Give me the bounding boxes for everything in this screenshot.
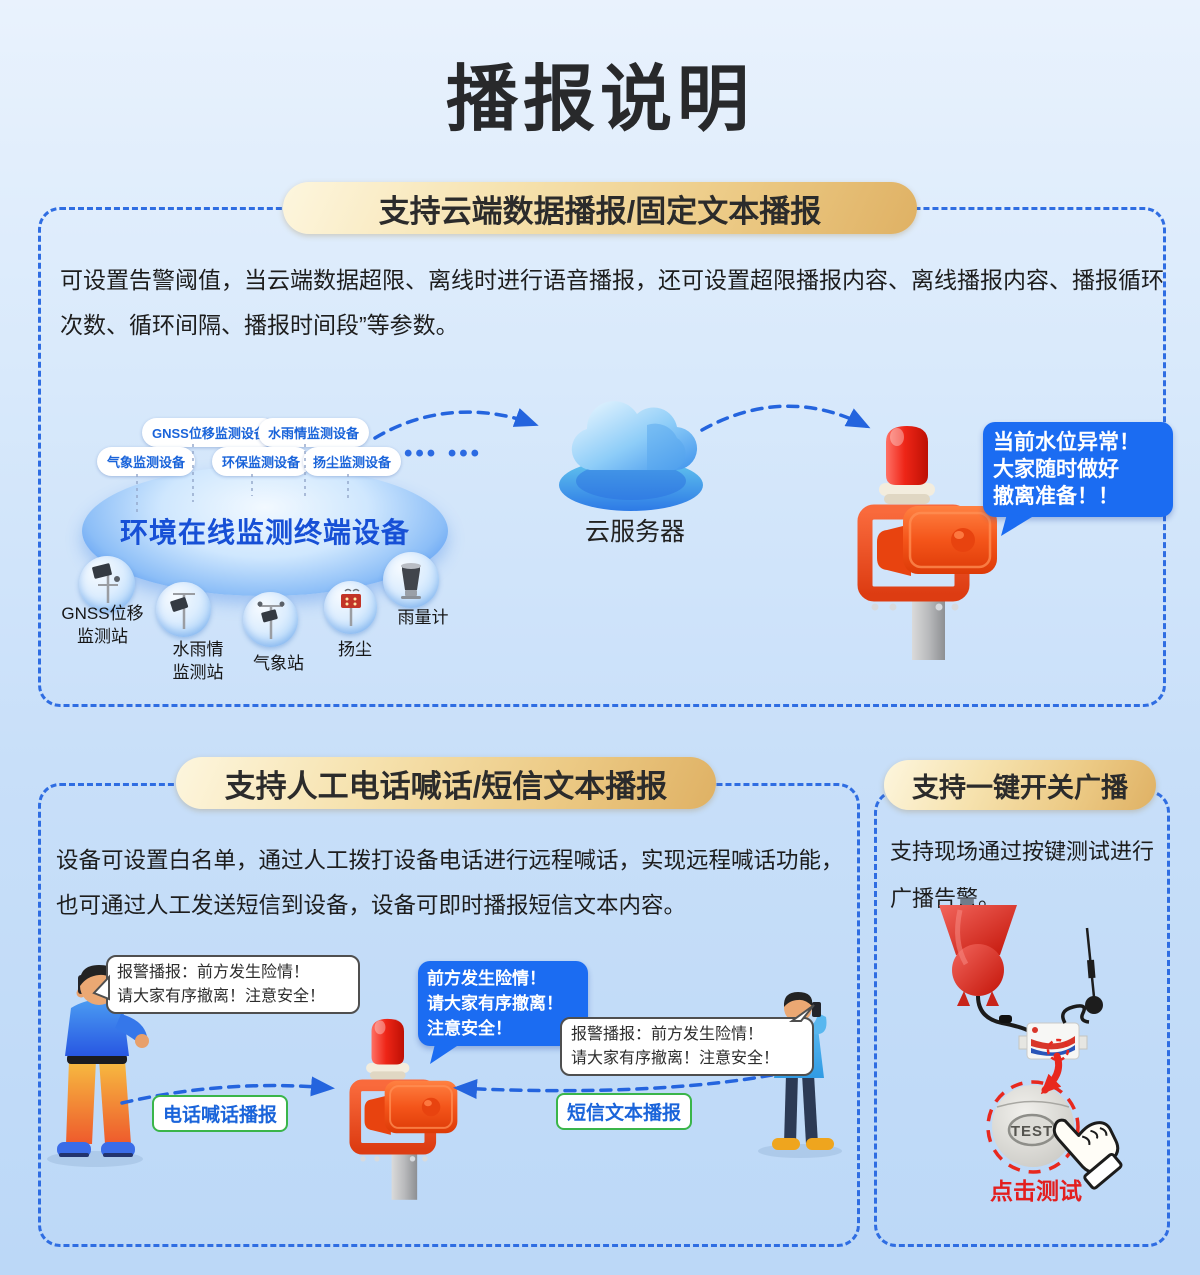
bubble-line: 请大家有序撤离！ (427, 994, 563, 1013)
bubble-line: 撤离准备！！ (993, 485, 1119, 508)
device-broadcast-bubble: 前方发生险情！ 请大家有序撤离！ 注意安全！ (418, 961, 588, 1064)
bubble-line: 注意安全！ (427, 1019, 512, 1038)
water-alert-bubble: 当前水位异常！ 大家随时做好 撤离准备！！ (983, 422, 1173, 536)
alarm-speaker-device-small (349, 1018, 458, 1200)
terminal-devices-label: 环境在线监测终端设备 (119, 517, 410, 548)
header-phone-sms: 支持人工电话喊话/短信文本播报 (176, 757, 716, 809)
station-label-raingauge: 雨量计 (378, 606, 468, 629)
bubble-tail (92, 974, 110, 1001)
dust-station-icon (340, 588, 361, 626)
click-test-label: 点击测试 (990, 1178, 1082, 1204)
bubble-line: 前方发生险情！ (427, 969, 546, 988)
station-label-line: 气象站 (253, 654, 304, 673)
horn-speaker (903, 506, 997, 574)
station-circle-raingauge (383, 552, 439, 608)
device-pill-environment: 环保监测设备 (212, 447, 311, 476)
station-label-gnss: GNSS位移 监测站 (45, 602, 160, 648)
station-label-line: 监测站 (172, 663, 224, 682)
device-pill-weather: 气象监测设备 (97, 447, 196, 476)
cloud-broadcast-description: 可设置告警阈值，当云端数据超限、离线时进行语音播报，还可设置超限播报内容、离线播… (60, 267, 1164, 338)
station-circle-dust (324, 581, 377, 634)
bubble-line: 当前水位异常！ (993, 431, 1140, 454)
bubble-line: 报警播报：前方发生险情！ (117, 964, 310, 981)
bubble-line: 报警播报：前方发生险情！ (571, 1026, 764, 1043)
alarm-speaker-device (857, 426, 997, 660)
header-onekey: 支持一键开关广播 (884, 760, 1156, 810)
station-label-line: 水雨情 (172, 640, 224, 659)
cloud-server-icon (559, 401, 703, 511)
device-pill-dust: 扬尘监测设备 (303, 447, 402, 476)
cable (976, 995, 1030, 1033)
sms-speech-bubble: 报警播报：前方发生险情！ 请大家有序撤离！注意安全！ (560, 1004, 815, 1076)
device-pill-hydrology: 水雨情监测设备 (258, 418, 370, 447)
bubble-tail (430, 1044, 457, 1064)
cloud-server-label: 云服务器 (584, 518, 685, 546)
station-label-weather: 气象站 (236, 652, 321, 675)
header-cloud-broadcast: 支持云端数据播报/固定文本播报 (283, 182, 917, 234)
antenna-base (1085, 996, 1103, 1014)
bubble-line: 大家随时做好 (993, 458, 1119, 481)
rain-gauge-icon (401, 563, 421, 599)
station-label-line: 扬尘 (338, 640, 372, 659)
broadcast-horn-unit (939, 905, 1103, 1062)
ellipsis-dots: ••• ••• (404, 440, 483, 467)
bubble-tail (788, 1004, 815, 1022)
hydrology-station-icon (169, 592, 195, 629)
bubble-tail (1001, 514, 1032, 536)
station-label-hydrology: 水雨情 监测站 (143, 638, 253, 684)
page-title: 播报说明 (445, 60, 754, 140)
phone-sms-description: 设备可设置白名单，通过人工拨打设备电话进行远程喊话，实现远程喊话功能，也可通过人… (56, 848, 844, 918)
phone-broadcast-tag: 电话喊话播报 (152, 1095, 289, 1132)
station-circle-gnss (79, 556, 135, 612)
station-label-dust: 扬尘 (320, 638, 390, 661)
station-label-line: 雨量计 (397, 608, 449, 627)
bubble-line: 请大家有序撤离！注意安全！ (571, 1049, 780, 1067)
pointer-hand-icon (1052, 1118, 1123, 1190)
station-label-line: GNSS位移 (61, 604, 144, 623)
device-pill-gnss: GNSS位移监测设备 (142, 418, 277, 447)
gnss-station-icon (92, 563, 120, 603)
caller-speech-bubble: 报警播报：前方发生险情！ 请大家有序撤离！注意安全！ (92, 955, 360, 1014)
weather-station-icon (257, 601, 284, 639)
station-circle-weather (243, 592, 298, 647)
bubble-line: 请大家有序撤离！注意安全！ (117, 987, 326, 1005)
sms-broadcast-tag: 短信文本播报 (556, 1093, 693, 1130)
station-circle-hydrology (156, 582, 211, 637)
caller-person-illustration (47, 965, 149, 1167)
station-label-line: 监测站 (77, 627, 128, 646)
beacon-light (886, 426, 928, 485)
button-highlight-circle (1046, 1038, 1070, 1062)
